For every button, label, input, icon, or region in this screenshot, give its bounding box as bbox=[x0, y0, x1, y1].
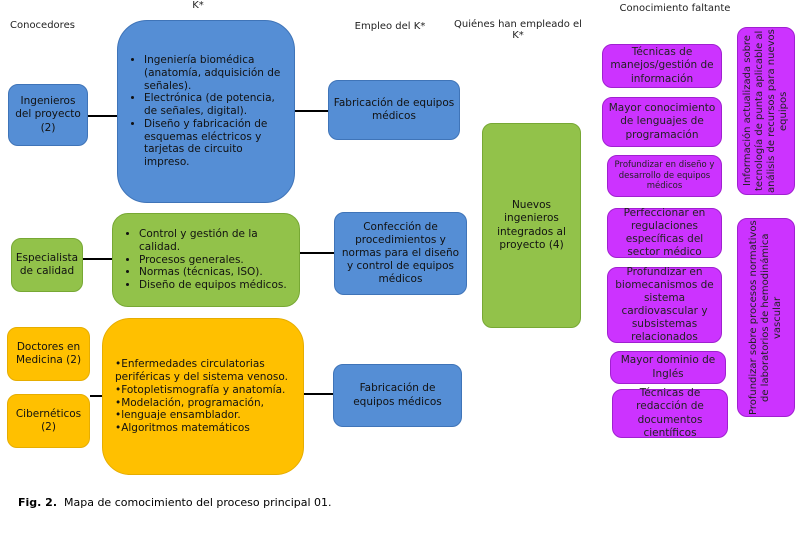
missing-item: Perfeccionar en regulaciones específicas… bbox=[607, 207, 722, 258]
missing-item: Mayor conocimiento de lenguajes de progr… bbox=[602, 97, 722, 147]
knower-ingenieros: Ingenieros del proyecto (2) bbox=[8, 84, 88, 146]
missing-tall-item: Información actualizada sobre tecnología… bbox=[737, 27, 795, 195]
knowledge-item: Electrónica (de potencia, de señales, di… bbox=[144, 92, 288, 118]
missing-item: Técnicas de manejos/gestión de informaci… bbox=[602, 44, 722, 88]
knower-ciberneticos: Cibernéticos (2) bbox=[7, 394, 90, 448]
caption-label: Fig. 2. bbox=[18, 496, 57, 509]
knowledge-item: Normas (técnicas, ISO). bbox=[139, 266, 293, 279]
missing-item: Técnicas de redacción de documentos cien… bbox=[612, 387, 728, 439]
use-confeccion: Confección de procedimientos y normas pa… bbox=[334, 212, 467, 295]
connector bbox=[295, 110, 329, 112]
knowledge-item: Diseño y fabricación de esquemas eléctri… bbox=[144, 118, 288, 169]
use-fabricacion-1: Fabricación de equipos médicos bbox=[328, 80, 460, 140]
knowledge-blue: Ingeniería biomédica (anatomía, adquisic… bbox=[117, 20, 295, 203]
use-fabricacion-2: Fabricación de equipos médicos bbox=[333, 364, 462, 427]
missing-item: Mayor dominio de Inglés bbox=[610, 351, 726, 384]
knowledge-item: Ingeniería biomédica (anatomía, adquisic… bbox=[144, 54, 288, 92]
knowledge-item: Procesos generales. bbox=[139, 254, 293, 267]
knowledge-item: •Fotopletismografía y anatomía. bbox=[115, 383, 286, 396]
knowledge-item: •Enfermedades circulatorias periféricas … bbox=[115, 358, 288, 383]
knower-especialista: Especialista de calidad bbox=[11, 238, 83, 292]
header-faltante: Conocimiento faltante bbox=[619, 3, 731, 14]
connector bbox=[90, 395, 103, 397]
connector bbox=[83, 258, 113, 260]
missing-tall-text: Profundizar sobre procesos normativos de… bbox=[748, 220, 783, 415]
knowledge-item: •lenguaje ensamblador. bbox=[115, 409, 241, 422]
header-conocedores: Conocedores bbox=[10, 20, 75, 31]
knowledge-orange: •Enfermedades circulatorias periféricas … bbox=[102, 318, 304, 475]
header-quienes: Quiénes han empleado el K* bbox=[454, 19, 582, 41]
user-nuevos-ingenieros: Nuevos ingenieros integrados al proyecto… bbox=[482, 123, 581, 328]
knowledge-item: Control y gestión de la calidad. bbox=[139, 228, 293, 254]
knower-doctores: Doctores en Medicina (2) bbox=[7, 327, 90, 381]
caption-text: Mapa de comocimiento del proceso princip… bbox=[64, 496, 332, 509]
knowledge-item: •Modelación, programación, bbox=[115, 396, 264, 409]
knowledge-item: •Algoritmos matemáticos bbox=[115, 422, 250, 435]
header-kstar: K* bbox=[192, 0, 204, 11]
missing-tall-item: Profundizar sobre procesos normativos de… bbox=[737, 218, 795, 417]
missing-tall-text: Información actualizada sobre tecnología… bbox=[742, 29, 789, 193]
connector bbox=[88, 115, 118, 117]
missing-item: Profundizar en biomecanismos de sistema … bbox=[607, 266, 722, 343]
knowledge-item: Diseño de equipos médicos. bbox=[139, 279, 293, 292]
figure-caption: Fig. 2. Mapa de comocimiento del proceso… bbox=[18, 496, 332, 509]
connector bbox=[304, 393, 334, 395]
knowledge-green: Control y gestión de la calidad.Procesos… bbox=[112, 213, 300, 307]
missing-item: Profundizar en diseño y desarrollo de eq… bbox=[607, 155, 722, 197]
connector bbox=[300, 252, 335, 254]
header-empleo: Empleo del K* bbox=[354, 21, 426, 32]
